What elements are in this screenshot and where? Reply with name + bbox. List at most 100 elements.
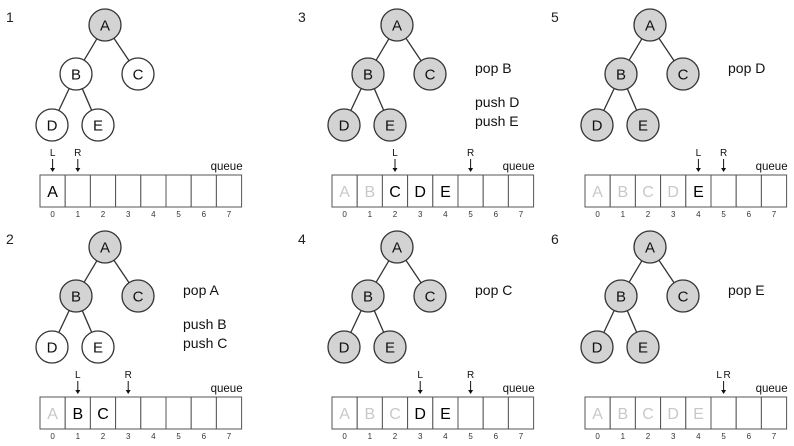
queue-index: 7 bbox=[772, 432, 777, 441]
queue-cell-6: 6 bbox=[735, 396, 762, 441]
queue-index: 0 bbox=[342, 432, 347, 441]
queue-cell-0: A0 bbox=[39, 174, 66, 219]
tree-node-label: D bbox=[47, 340, 58, 357]
annotation-push-b: push B bbox=[183, 316, 227, 332]
tree-node-e: E bbox=[626, 108, 660, 142]
tree-edge-a-b bbox=[628, 38, 643, 61]
queue-index: 7 bbox=[519, 210, 524, 219]
queue-index: 6 bbox=[494, 432, 499, 441]
pointer-arrowhead-icon bbox=[75, 168, 81, 172]
tree-node-a: A bbox=[88, 8, 122, 42]
queue-cell-box bbox=[432, 174, 459, 208]
pointer-arrowhead-icon bbox=[721, 168, 727, 172]
queue-value: D bbox=[414, 184, 426, 201]
tree-edge-b-e bbox=[81, 88, 93, 111]
queue-index: 1 bbox=[76, 432, 81, 441]
queue-cell-4: E4 bbox=[685, 174, 712, 219]
queue-cell-box bbox=[507, 174, 535, 208]
queue-cell-0: A0 bbox=[331, 396, 358, 441]
tree-node-e: E bbox=[626, 330, 660, 364]
tree-node-circle bbox=[327, 108, 361, 142]
tree-edge-a-c bbox=[658, 37, 675, 62]
queue-cell-box bbox=[634, 174, 662, 208]
tree-node-b: B bbox=[604, 279, 638, 313]
queue-cell-6: 6 bbox=[190, 396, 217, 441]
queue-index: 2 bbox=[101, 210, 106, 219]
annotation-pop-c: pop C bbox=[475, 282, 512, 298]
tree-node-b: B bbox=[351, 279, 385, 313]
queue-value-popped: A bbox=[592, 184, 603, 201]
tree-edge-b-d bbox=[350, 310, 362, 333]
tree-edge-a-b bbox=[375, 260, 390, 283]
queue-label: queue bbox=[503, 161, 535, 173]
tree-edge-b-e bbox=[626, 310, 638, 333]
queue-cell-box bbox=[115, 174, 142, 208]
tree-node-e: E bbox=[81, 330, 115, 364]
tree-node-circle bbox=[35, 330, 69, 364]
queue-label: queue bbox=[756, 161, 788, 173]
tree-node-circle bbox=[35, 108, 69, 142]
queue-index: 1 bbox=[76, 210, 81, 219]
queue-cell-box bbox=[165, 396, 192, 430]
tree-node-label: B bbox=[616, 67, 626, 84]
tree-node-circle bbox=[666, 57, 700, 91]
queue-value: C bbox=[97, 406, 109, 423]
queue-index: 2 bbox=[101, 432, 106, 441]
queue-cell-3: D3 bbox=[660, 396, 687, 441]
queue-value-popped: B bbox=[617, 406, 628, 423]
queue-cell-box bbox=[407, 396, 434, 430]
tree-edge-b-d bbox=[603, 88, 615, 111]
queue-cell-1: B1 bbox=[356, 396, 383, 441]
tree-node-circle bbox=[380, 230, 414, 264]
tree-node-label: E bbox=[638, 118, 648, 135]
annotation-pop-d: pop D bbox=[728, 60, 765, 76]
tree-node-c: C bbox=[666, 279, 700, 313]
queue-index: 7 bbox=[519, 432, 524, 441]
tree-node-label: B bbox=[616, 289, 626, 306]
queue-value-popped: B bbox=[364, 184, 375, 201]
queue-cell-1: B1 bbox=[64, 396, 91, 441]
tree-edge-b-e bbox=[373, 310, 385, 333]
step-number: 3 bbox=[298, 9, 306, 25]
tree-node-c: C bbox=[121, 279, 155, 313]
tree-edge-b-e bbox=[626, 88, 638, 111]
tree-edge-b-d bbox=[603, 310, 615, 333]
tree-node-circle bbox=[633, 230, 667, 264]
tree-node-label: B bbox=[363, 289, 373, 306]
queue-index: 4 bbox=[696, 210, 701, 219]
queue-cell-box bbox=[190, 396, 217, 430]
tree-node-d: D bbox=[327, 330, 361, 364]
queue-cell-3: 3 bbox=[115, 174, 142, 219]
queue-value: A bbox=[47, 184, 58, 201]
queue-cell-5: 5 bbox=[165, 396, 192, 441]
queue-cell-box bbox=[39, 396, 66, 430]
pointer-arrowhead-icon bbox=[468, 168, 474, 172]
tree-node-circle bbox=[413, 279, 447, 313]
tree-node-label: D bbox=[339, 340, 350, 357]
queue-cell-3: D3 bbox=[407, 396, 434, 441]
queue-index: 0 bbox=[50, 210, 55, 219]
queue-index: 6 bbox=[202, 432, 207, 441]
queue-cell-4: 4 bbox=[140, 174, 167, 219]
tree-node-a: A bbox=[380, 8, 414, 42]
queue-cell-2: C2 bbox=[634, 396, 662, 441]
tree-node-c: C bbox=[121, 57, 155, 91]
tree-node-circle bbox=[373, 330, 407, 364]
tree-edge-a-c bbox=[658, 259, 675, 284]
pointer-arrowhead-icon bbox=[417, 390, 423, 394]
queue-index: 0 bbox=[595, 210, 600, 219]
tree-node-b: B bbox=[59, 279, 93, 313]
queue-cell-box bbox=[165, 174, 192, 208]
pointer-left: L bbox=[75, 370, 81, 394]
queue-index: 3 bbox=[418, 432, 423, 441]
annotation-pop-a: pop A bbox=[183, 282, 219, 298]
queue-cell-1: B1 bbox=[356, 174, 383, 219]
annotation-pop-e: pop E bbox=[728, 282, 765, 298]
tree-node-b: B bbox=[604, 57, 638, 91]
